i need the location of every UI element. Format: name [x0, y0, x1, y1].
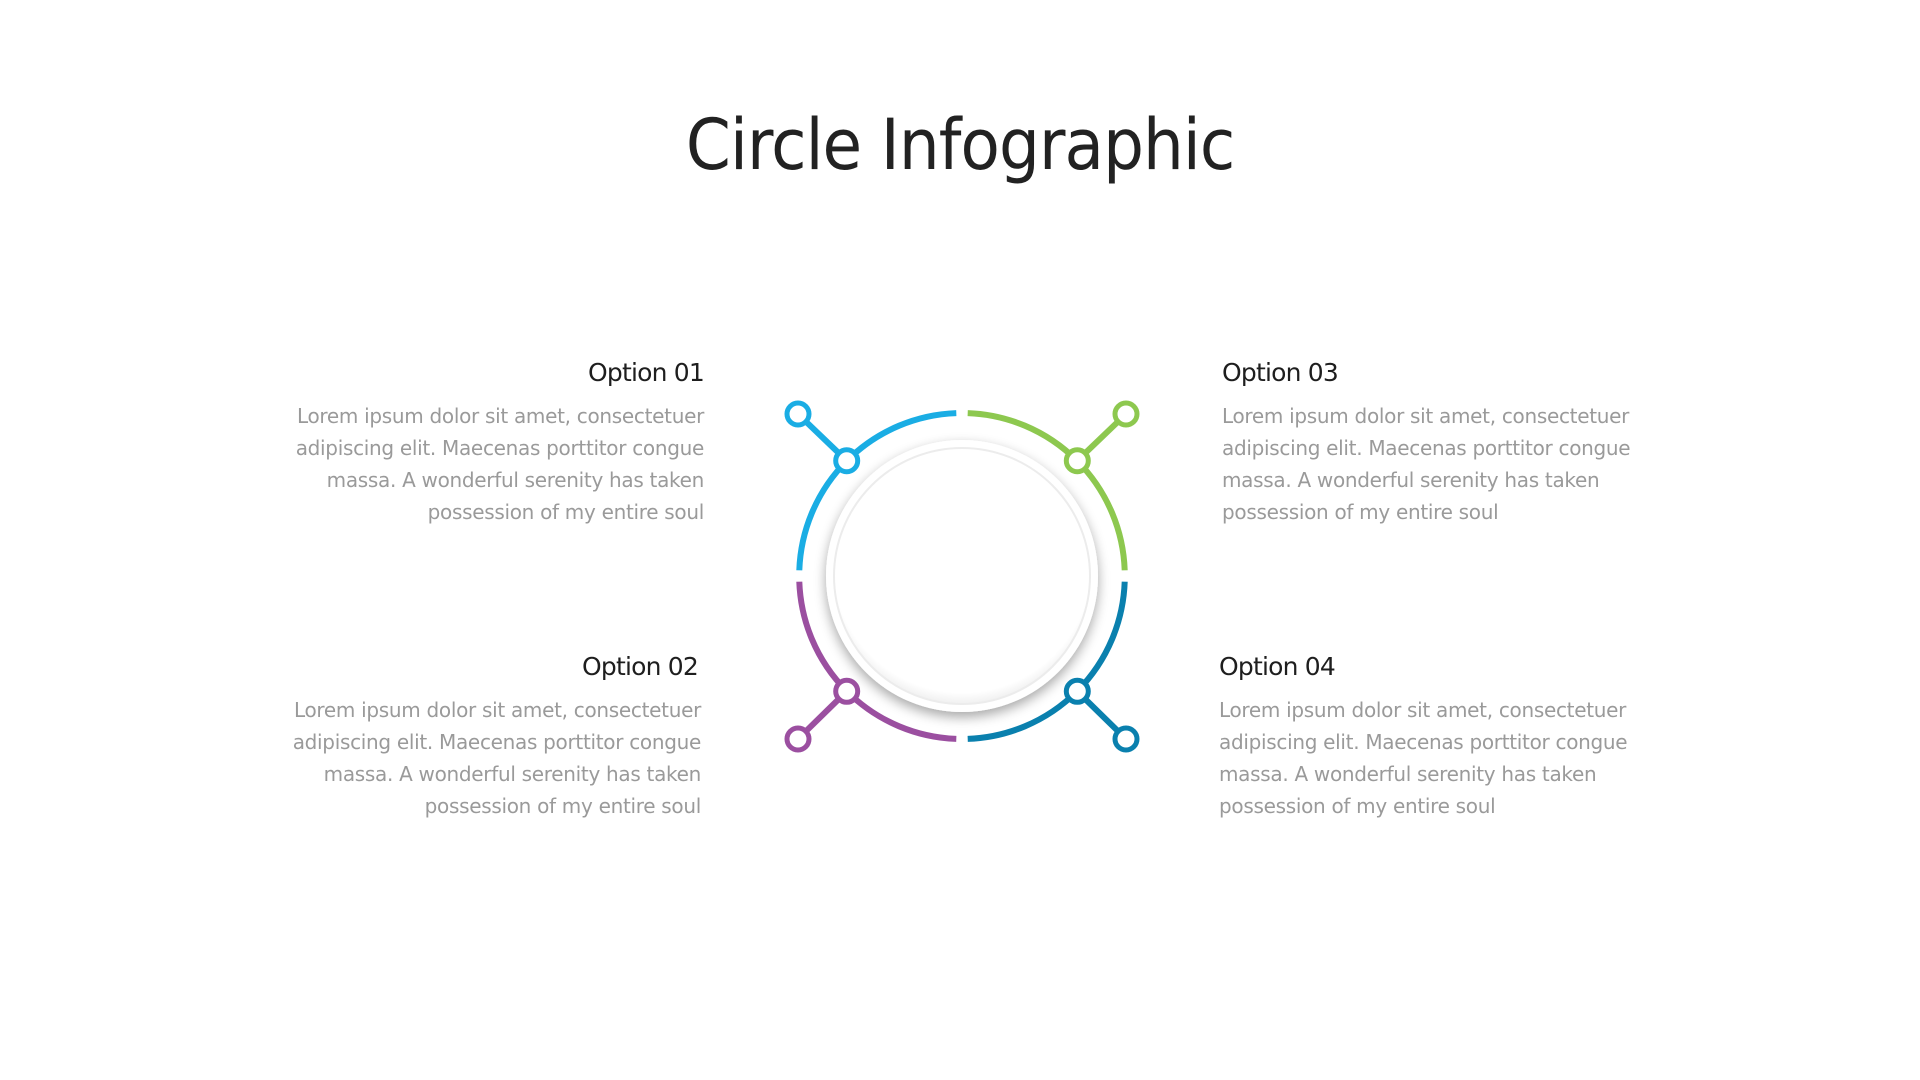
description-line: adipiscing elit. Maecenas porttitor cong…	[295, 436, 705, 460]
description-line: Lorem ipsum dolor sit amet, consectetuer	[296, 404, 704, 428]
option-02-block: Option 02 Lorem ipsum dolor sit amet, co…	[261, 652, 702, 822]
option-01-heading: Option 01	[588, 358, 705, 387]
inner-node-icon	[1063, 677, 1091, 705]
description-line: possession of my entire soul	[1219, 794, 1496, 818]
option-01-block: Option 01 Lorem ipsum dolor sit amet, co…	[264, 358, 705, 528]
description-line: possession of my entire soul	[427, 500, 705, 524]
inner-node-icon	[833, 677, 861, 705]
option-02-description: Lorem ipsum dolor sit amet, consectetuer…	[261, 694, 702, 822]
outer-node-icon	[784, 400, 812, 428]
outer-node-icon	[784, 725, 812, 753]
outer-node-icon	[1112, 725, 1140, 753]
description-line: Lorem ipsum dolor sit amet, consectetuer	[293, 698, 701, 722]
inner-node-icon	[1063, 447, 1091, 475]
description-line: adipiscing elit. Maecenas porttitor cong…	[1219, 730, 1628, 754]
option-04-block: Option 04 Lorem ipsum dolor sit amet, co…	[1219, 652, 1659, 822]
outer-node-icon	[1112, 400, 1140, 428]
option-04-description: Lorem ipsum dolor sit amet, consectetuer…	[1219, 694, 1659, 822]
description-line: massa. A wonderful serenity has taken	[323, 762, 702, 786]
description-line: massa. A wonderful serenity has taken	[326, 468, 705, 492]
node-option-02	[784, 677, 861, 753]
option-03-block: Option 03 Lorem ipsum dolor sit amet, co…	[1222, 358, 1662, 528]
description-line: possession of my entire soul	[424, 794, 702, 818]
option-03-heading: Option 03	[1222, 358, 1339, 387]
inner-node-icon	[833, 447, 861, 475]
description-line: Lorem ipsum dolor sit amet, consectetuer	[1219, 698, 1627, 722]
page-title: Circle Infographic	[685, 104, 1235, 186]
option-03-description: Lorem ipsum dolor sit amet, consectetuer…	[1222, 400, 1662, 528]
node-option-04	[1063, 677, 1140, 753]
node-option-03	[1063, 400, 1140, 475]
option-04-heading: Option 04	[1219, 652, 1336, 681]
description-line: possession of my entire soul	[1222, 500, 1499, 524]
description-line: Lorem ipsum dolor sit amet, consectetuer	[1222, 404, 1630, 428]
description-line: massa. A wonderful serenity has taken	[1222, 468, 1600, 492]
description-line: adipiscing elit. Maecenas porttitor cong…	[292, 730, 702, 754]
description-line: adipiscing elit. Maecenas porttitor cong…	[1222, 436, 1631, 460]
description-line: massa. A wonderful serenity has taken	[1219, 762, 1597, 786]
option-02-heading: Option 02	[582, 652, 699, 681]
node-option-01	[784, 400, 861, 475]
option-01-description: Lorem ipsum dolor sit amet, consectetuer…	[264, 400, 705, 528]
center-disc-inner-ring	[833, 447, 1091, 705]
